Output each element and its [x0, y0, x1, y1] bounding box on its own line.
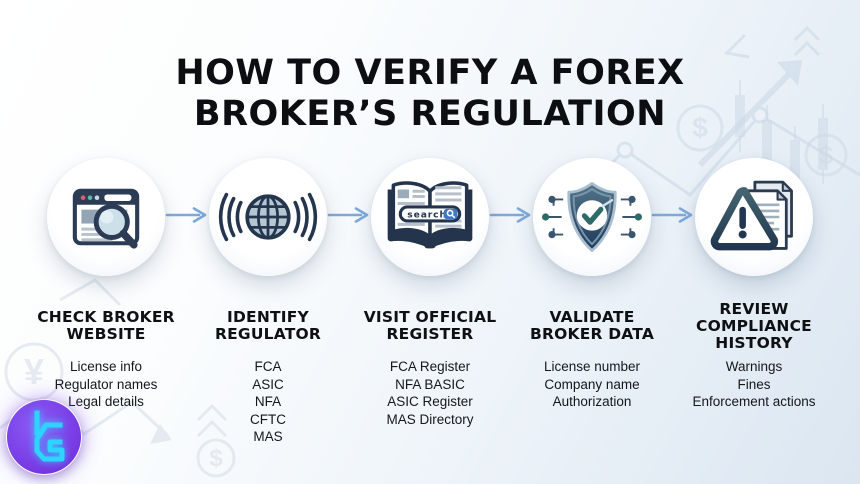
page-title: HOW TO VERIFY A FOREX BROKER’S REGULATIO…: [0, 53, 860, 135]
step-icon-circle: [695, 158, 813, 276]
svg-text:$: $: [209, 445, 223, 472]
step-title-line: HISTORY: [715, 333, 793, 352]
step-item: MAS: [253, 429, 283, 444]
step-item: ASIC Register: [387, 394, 473, 409]
step-icon-circle: [533, 158, 651, 276]
page-title-line-2: BROKER’S REGULATION: [193, 94, 667, 135]
step-title-line: VALIDATE: [549, 308, 635, 326]
browser-magnifier-icon: [72, 188, 140, 249]
step-item: License number: [543, 359, 641, 374]
page-title-line-1: HOW TO VERIFY A FOREX: [175, 53, 685, 94]
step-item: FCA Register: [389, 359, 471, 374]
step-visit-official-register: search VISIT OFFICIAL REGISTER FCA Regis…: [349, 158, 511, 446]
step-item: ASIC: [252, 376, 284, 392]
step-item: CFTC: [250, 411, 286, 427]
step-items: License number Company name Authorizatio…: [544, 358, 640, 411]
step-item: MAS Directory: [386, 411, 474, 427]
step-item: Authorization: [552, 394, 632, 409]
step-title-line: BROKER DATA: [529, 325, 655, 343]
step-item: Enforcement actions: [692, 394, 816, 409]
step-title-line: REGISTER: [386, 325, 474, 343]
step-items: Warnings Fines Enforcement actions: [692, 358, 815, 411]
step-item: Fines: [737, 376, 771, 392]
flow-arrow-icon: [489, 207, 531, 223]
globe-signal-icon: [218, 192, 318, 242]
step-title: VALIDATE BROKER DATA: [530, 298, 654, 354]
step-item: Warnings: [725, 359, 783, 374]
step-item: Regulator names: [54, 376, 158, 392]
step-title: CHECK BROKER WEBSITE: [37, 298, 175, 354]
step-identify-regulator: IDENTIFY REGULATOR FCA ASIC NFA CFTC MAS: [187, 158, 349, 446]
step-review-compliance-history: REVIEW COMPLIANCE HISTORY Warnings Fines…: [673, 158, 835, 446]
step-title: IDENTIFY REGULATOR: [215, 298, 321, 354]
flow-arrow-icon: [327, 207, 369, 223]
brand-logo-icon: [7, 400, 81, 474]
step-check-broker-website: CHECK BROKER WEBSITE License info Regula…: [25, 158, 187, 446]
step-validate-broker-data: VALIDATE BROKER DATA License number Comp…: [511, 158, 673, 446]
step-title-line: REVIEW: [719, 299, 789, 318]
search-label: search: [407, 209, 447, 220]
step-item: NFA: [254, 394, 282, 409]
book-search-icon: search: [387, 181, 473, 249]
step-title-line: REGULATOR: [215, 325, 321, 343]
step-items: FCA ASIC NFA CFTC MAS: [250, 358, 286, 446]
step-item: License info: [69, 359, 143, 374]
brand-logo: [6, 399, 82, 475]
step-title-line: IDENTIFY: [227, 308, 309, 326]
step-item: NFA BASIC: [395, 376, 465, 392]
step-title-line: CHECK BROKER: [37, 308, 175, 326]
flow-arrow-icon: [165, 207, 207, 223]
step-title: VISIT OFFICIAL REGISTER: [364, 298, 497, 354]
shield-check-icon: [542, 182, 642, 253]
step-icon-circle: [47, 158, 165, 276]
step-icon-circle: [209, 158, 327, 276]
step-icon-circle: search: [371, 158, 489, 276]
steps-row: CHECK BROKER WEBSITE License info Regula…: [25, 158, 835, 446]
step-title-line: VISIT OFFICIAL: [363, 308, 497, 326]
step-title-line: COMPLIANCE: [696, 316, 812, 335]
warning-documents-icon: [710, 180, 793, 251]
step-title: REVIEW COMPLIANCE HISTORY: [696, 298, 812, 354]
step-item: FCA: [254, 359, 282, 374]
step-items: License info Regulator names Legal detai…: [55, 358, 158, 411]
step-title-line: WEBSITE: [66, 325, 146, 343]
flow-arrow-icon: [651, 207, 693, 223]
step-item: Company name: [544, 376, 640, 392]
step-items: FCA Register NFA BASIC ASIC Register MAS…: [386, 358, 473, 428]
step-item: Legal details: [68, 394, 144, 409]
